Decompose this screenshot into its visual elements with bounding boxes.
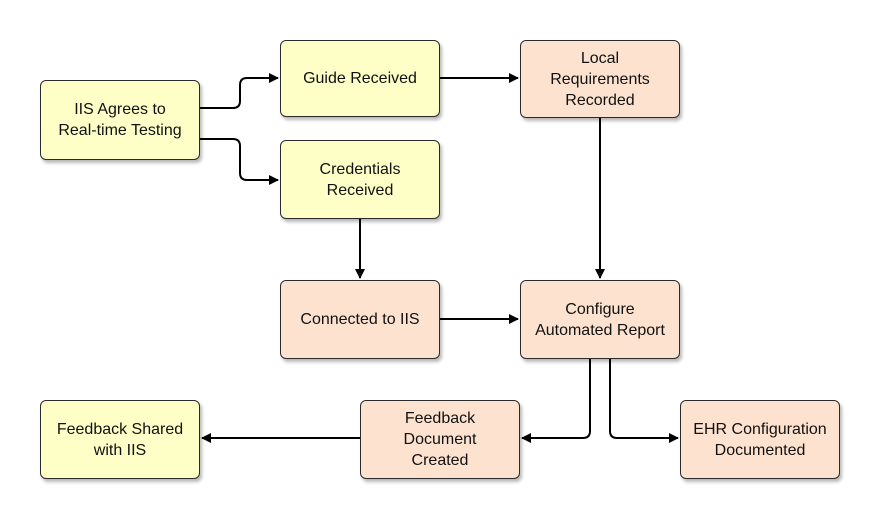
node-label: IIS Agrees to Real-time Testing	[58, 101, 182, 139]
node-feedback-shared: Feedback Shared with IIS	[40, 400, 200, 479]
node-ehr-configuration-documented: EHR Configuration Documented	[680, 400, 840, 479]
node-iis-agrees-to-testing: IIS Agrees to Real-time Testing	[40, 80, 200, 160]
node-label: Feedback Shared with IIS	[56, 420, 184, 459]
node-label: Guide Received	[303, 70, 417, 87]
node-label: Configure Automated Report	[535, 300, 665, 339]
node-configure-automated-report: Configure Automated Report	[520, 280, 680, 359]
connector-configure-to-feedback-document	[521, 359, 591, 443]
connector-configure-to-ehr	[609, 359, 679, 443]
node-feedback-document-created: Feedback Document Created	[360, 400, 520, 479]
node-label: Feedback Document Created	[403, 410, 477, 469]
node-guide-received: Guide Received	[280, 40, 440, 117]
connector-iis-to-guide	[200, 73, 279, 109]
node-connected-to-iis: Connected to IIS	[280, 280, 440, 359]
node-label: Credentials Received	[319, 160, 401, 199]
node-credentials-received: Credentials Received	[280, 140, 440, 219]
node-label: Local Requirements Recorded	[550, 49, 650, 109]
node-label: EHR Configuration Documented	[693, 420, 827, 459]
connector-iis-to-credentials	[200, 138, 279, 185]
node-label: Connected to IIS	[300, 311, 420, 328]
node-local-requirements-recorded: Local Requirements Recorded	[520, 40, 680, 118]
